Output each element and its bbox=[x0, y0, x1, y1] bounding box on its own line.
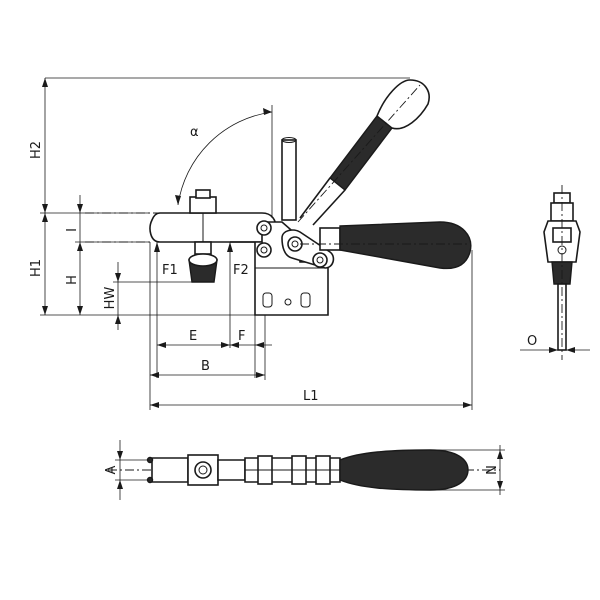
base-block bbox=[230, 220, 329, 316]
side-labels: H2 α I H1 H HW F1 F2 E F B L1 bbox=[29, 125, 319, 404]
label-a: A bbox=[104, 465, 119, 474]
label-l1: L1 bbox=[303, 389, 319, 404]
side-view: H2 α I H1 H HW F1 F2 E F B L1 bbox=[29, 77, 473, 410]
label-i: I bbox=[65, 228, 80, 232]
spindle-pin bbox=[281, 137, 297, 221]
label-b: B bbox=[201, 359, 210, 374]
label-f2: F2 bbox=[233, 263, 249, 278]
label-h: H bbox=[65, 275, 80, 285]
label-o: O bbox=[527, 334, 537, 349]
clamp-arm bbox=[85, 189, 277, 243]
label-e: E bbox=[189, 329, 197, 344]
label-f1: F1 bbox=[162, 263, 178, 278]
top-view: N A bbox=[104, 440, 505, 500]
label-n: N bbox=[485, 465, 500, 475]
label-f: F bbox=[238, 329, 245, 344]
link-and-handle bbox=[281, 221, 472, 270]
label-h1: H1 bbox=[29, 259, 44, 277]
side-dimensions bbox=[40, 77, 473, 410]
label-alpha: α bbox=[190, 125, 199, 140]
label-hw: HW bbox=[103, 287, 118, 310]
raised-handle bbox=[297, 79, 430, 226]
label-h2: H2 bbox=[29, 141, 44, 159]
front-view: O bbox=[520, 185, 590, 360]
pressure-spindle bbox=[188, 241, 218, 283]
